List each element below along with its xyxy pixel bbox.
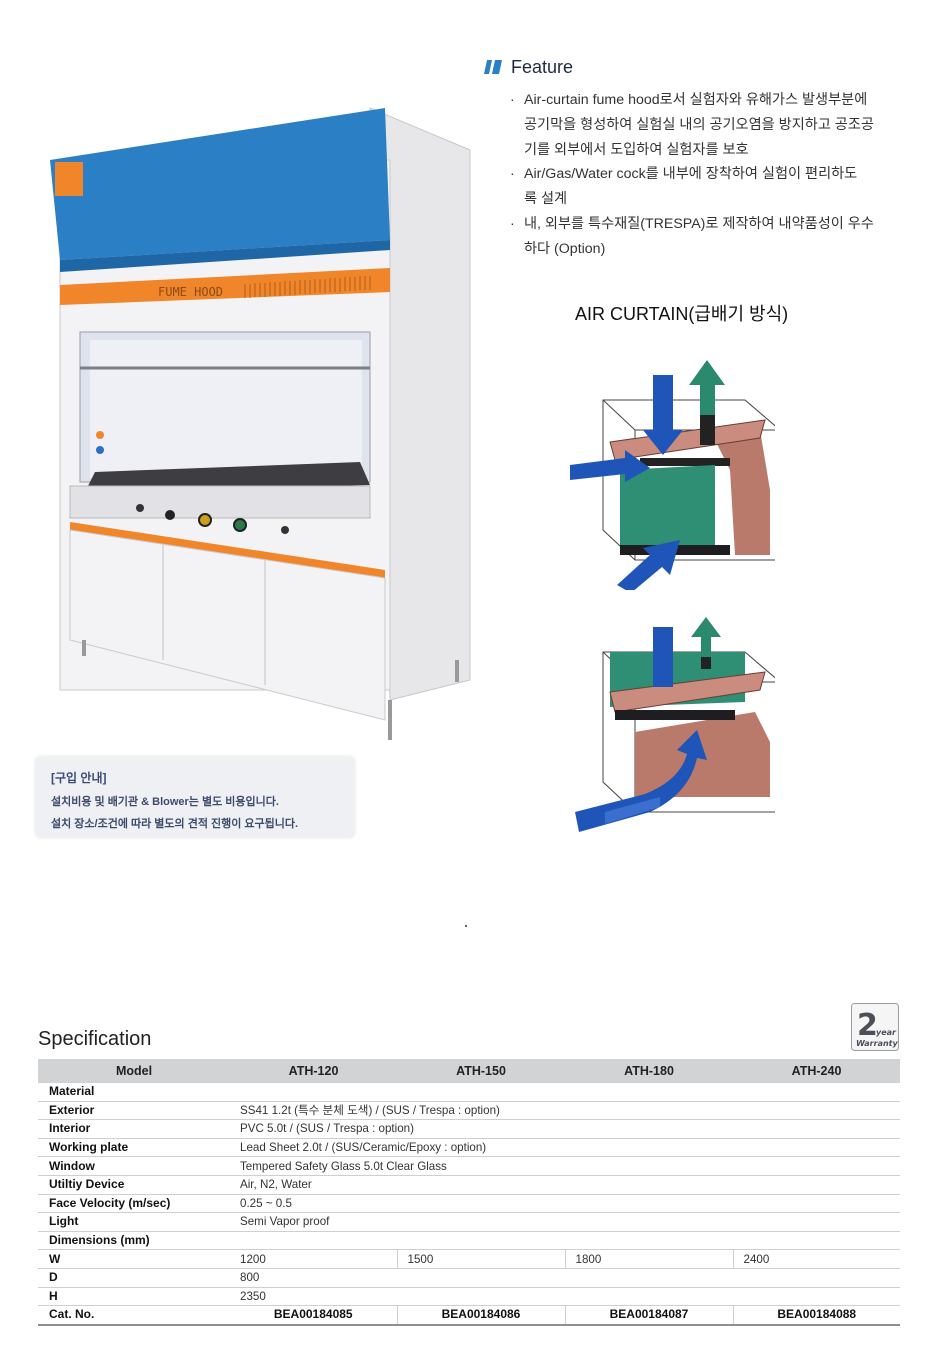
- row-label: Face Velocity (m/sec): [38, 1194, 230, 1214]
- feature-bullet-icon: [484, 60, 502, 74]
- row-value: PVC 5.0t / (SUS / Trespa : option): [230, 1119, 900, 1139]
- row-label: Material: [38, 1083, 230, 1102]
- catalog-number: BEA00184087: [564, 1305, 733, 1326]
- row-label: Interior: [38, 1119, 230, 1139]
- row-label: H: [38, 1287, 230, 1307]
- table-row: Utiltiy Device Air, N2, Water: [38, 1175, 900, 1195]
- warranty-badge: 2 year Warranty: [851, 1003, 899, 1051]
- row-value: [230, 1231, 900, 1251]
- specification-table: Model ATH-120 ATH-150 ATH-180 ATH-240 Ma…: [38, 1059, 900, 1326]
- column-header: ATH-120: [230, 1059, 397, 1083]
- table-row: Dimensions (mm): [38, 1231, 900, 1251]
- feature-item: · Air/Gas/Water cock를 내부에 장착하여 실험이 편리하도 …: [510, 162, 910, 212]
- table-row: Light Semi Vapor proof: [38, 1212, 900, 1232]
- row-label: Cat. No.: [38, 1305, 230, 1326]
- row-label: W: [38, 1249, 230, 1269]
- row-label: Utiltiy Device: [38, 1175, 230, 1195]
- feature-item: · Air-curtain fume hood로서 실험자와 유해가스 발생부분…: [510, 88, 910, 162]
- feature-line: Air-curtain fume hood로서 실험자와 유해가스 발생부분에: [524, 92, 868, 108]
- purchase-info-line: 설치비용 및 배기관 & Blower는 별도 비용입니다.: [51, 796, 279, 808]
- row-value: 1200: [230, 1249, 397, 1269]
- feature-line: 내, 외부를 특수재질(TRESPA)로 제작하여 내약품성이 우수: [524, 215, 874, 232]
- feature-line: 하다 (Option): [524, 240, 606, 257]
- catalog-number: BEA00184086: [396, 1305, 565, 1326]
- row-value: Tempered Safety Glass 5.0t Clear Glass: [230, 1156, 900, 1176]
- row-label: D: [38, 1268, 230, 1288]
- column-header: ATH-240: [733, 1059, 900, 1083]
- air-curtain-title: AIR CURTAIN(급배기 방식): [575, 304, 789, 324]
- table-row: Working plate Lead Sheet 2.0t / (SUS/Cer…: [38, 1138, 900, 1158]
- column-header-model: Model: [38, 1059, 230, 1083]
- row-label: Exterior: [38, 1101, 230, 1121]
- column-header: ATH-180: [565, 1059, 733, 1083]
- row-value: 2400: [732, 1249, 900, 1269]
- warranty-label: Warranty: [856, 1039, 898, 1048]
- purchase-info-box: [구입 안내] 설치비용 및 배기관 & Blower는 별도 비용입니다. 설…: [36, 757, 354, 837]
- table-row: Exterior SS41 1.2t (특수 분체 도색) / (SUS / T…: [38, 1101, 900, 1121]
- table-row: H 2350: [38, 1287, 900, 1307]
- table-row: D 800: [38, 1268, 900, 1288]
- table-row: Window Tempered Safety Glass 5.0t Clear …: [38, 1156, 900, 1176]
- hood-label: FUME HOOD: [158, 285, 223, 299]
- feature-line: Air/Gas/Water cock를 내부에 장착하여 실험이 편리하도: [524, 166, 858, 183]
- table-row-cat-no: Cat. No. BEA00184085 BEA00184086 BEA0018…: [38, 1305, 900, 1326]
- row-label: Light: [38, 1212, 230, 1232]
- warranty-number: 2: [857, 1008, 878, 1043]
- feature-line: 기를 외부에서 도입하여 실험자를 보호: [524, 141, 749, 158]
- table-row: Material: [38, 1083, 900, 1102]
- fume-hood-image: FUME HOOD: [40, 100, 480, 750]
- bullet: ·: [510, 215, 515, 232]
- row-label: Window: [38, 1156, 230, 1176]
- feature-line: 록 설계: [524, 191, 568, 208]
- table-row: Face Velocity (m/sec) 0.25 ~ 0.5: [38, 1194, 900, 1214]
- catalog-number: BEA00184088: [732, 1305, 900, 1326]
- warranty-year: year: [876, 1028, 897, 1037]
- row-label: Working plate: [38, 1138, 230, 1158]
- bullet: ·: [510, 92, 515, 108]
- air-curtain-diagram-exhaust: [565, 360, 781, 593]
- feature-title: Feature: [511, 57, 574, 77]
- feature-line: 공기막을 형성하여 실험실 내의 공기오염을 방지하고 공조공: [524, 116, 874, 133]
- row-value: 2350: [230, 1287, 900, 1307]
- row-value: Lead Sheet 2.0t / (SUS/Ceramic/Epoxy : o…: [230, 1138, 900, 1158]
- row-value: Air, N2, Water: [230, 1175, 900, 1195]
- row-value: 800: [230, 1268, 900, 1288]
- air-curtain-diagram-supply: [565, 612, 781, 847]
- catalog-number: BEA00184085: [230, 1305, 397, 1326]
- column-header: ATH-150: [397, 1059, 565, 1083]
- purchase-info-line: 설치 장소/조건에 따라 별도의 견적 진행이 요구됩니다.: [51, 818, 299, 830]
- row-value: SS41 1.2t (특수 분체 도색) / (SUS / Trespa : o…: [230, 1101, 900, 1121]
- row-label: Dimensions (mm): [38, 1231, 230, 1251]
- row-value: 1800: [564, 1249, 733, 1269]
- row-value: Semi Vapor proof: [230, 1212, 900, 1232]
- row-value: 0.25 ~ 0.5: [230, 1194, 900, 1214]
- row-value: 1500: [396, 1249, 565, 1269]
- decorative-dot: [465, 925, 467, 927]
- feature-list: · Air-curtain fume hood로서 실험자와 유해가스 발생부분…: [510, 88, 910, 262]
- feature-item: · 내, 외부를 특수재질(TRESPA)로 제작하여 내약품성이 우수 하다 …: [510, 212, 910, 262]
- table-header-row: Model ATH-120 ATH-150 ATH-180 ATH-240: [38, 1059, 900, 1083]
- purchase-info-title: [구입 안내]: [51, 771, 107, 785]
- bullet: ·: [510, 166, 515, 183]
- specification-title: Specification: [38, 1028, 152, 1050]
- row-value: [230, 1083, 900, 1102]
- table-row: Interior PVC 5.0t / (SUS / Trespa : opti…: [38, 1119, 900, 1139]
- table-row: W 1200 1500 1800 2400: [38, 1249, 900, 1269]
